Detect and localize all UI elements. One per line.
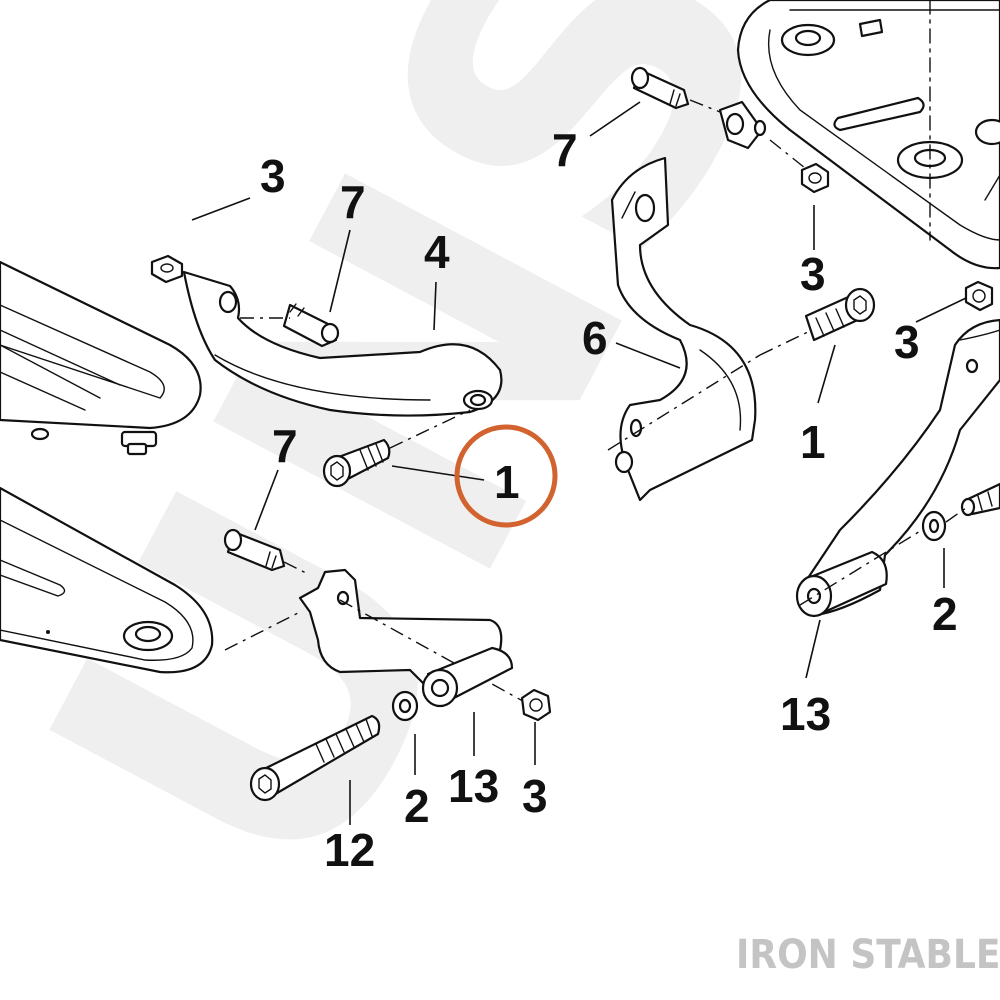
curved-bracket: [182, 270, 503, 417]
callout-2-left: 2: [404, 780, 430, 832]
callout-7-lower-left: 7: [272, 420, 298, 472]
callout-3-far-right: 3: [894, 316, 920, 368]
cap-screw-highlighted: [322, 438, 391, 488]
long-bolt: [249, 714, 381, 802]
pin-bolt-upper-left: [282, 303, 340, 348]
callout-3-lower: 3: [522, 770, 548, 822]
pin-bolt-lower-left: [223, 528, 286, 572]
left-upper-footboard: [0, 260, 202, 456]
nut-top-left: [150, 254, 184, 284]
left-lower-footboard: [0, 486, 214, 674]
cap-screw-right: [804, 287, 876, 342]
callout-3-right-center: 3: [800, 248, 826, 300]
spacer-right: [795, 550, 888, 618]
callout-6: 6: [582, 312, 608, 364]
nut-right-center: [800, 162, 830, 194]
right-footboard: [736, 0, 1000, 270]
nut-lower-left: [520, 688, 552, 722]
callout-12: 12: [324, 824, 375, 876]
callout-7-upper-left: 7: [340, 176, 366, 228]
nut-far-right: [964, 280, 994, 312]
spacer-left: [421, 646, 514, 708]
brand-wordmark: IRON STABLE: [736, 932, 1000, 978]
highlight-circle: [454, 424, 558, 528]
leader-lines: [191, 101, 967, 825]
pin-bolt-right: [630, 66, 690, 110]
washer-left: [391, 690, 419, 722]
callout-4: 4: [424, 226, 450, 278]
callout-7-right: 7: [552, 124, 578, 176]
right-mount-tab: [718, 100, 767, 150]
bolt-far-right: [960, 482, 1000, 517]
bracket-six: [610, 156, 757, 502]
callout-1-right: 1: [800, 416, 826, 468]
callout-3-top-left: 3: [260, 150, 286, 202]
washer-right: [921, 510, 947, 542]
callout-1-highlighted: 1: [494, 456, 520, 508]
callout-13-right: 13: [780, 688, 831, 740]
callout-2-right: 2: [932, 588, 958, 640]
callout-13-left: 13: [448, 760, 499, 812]
